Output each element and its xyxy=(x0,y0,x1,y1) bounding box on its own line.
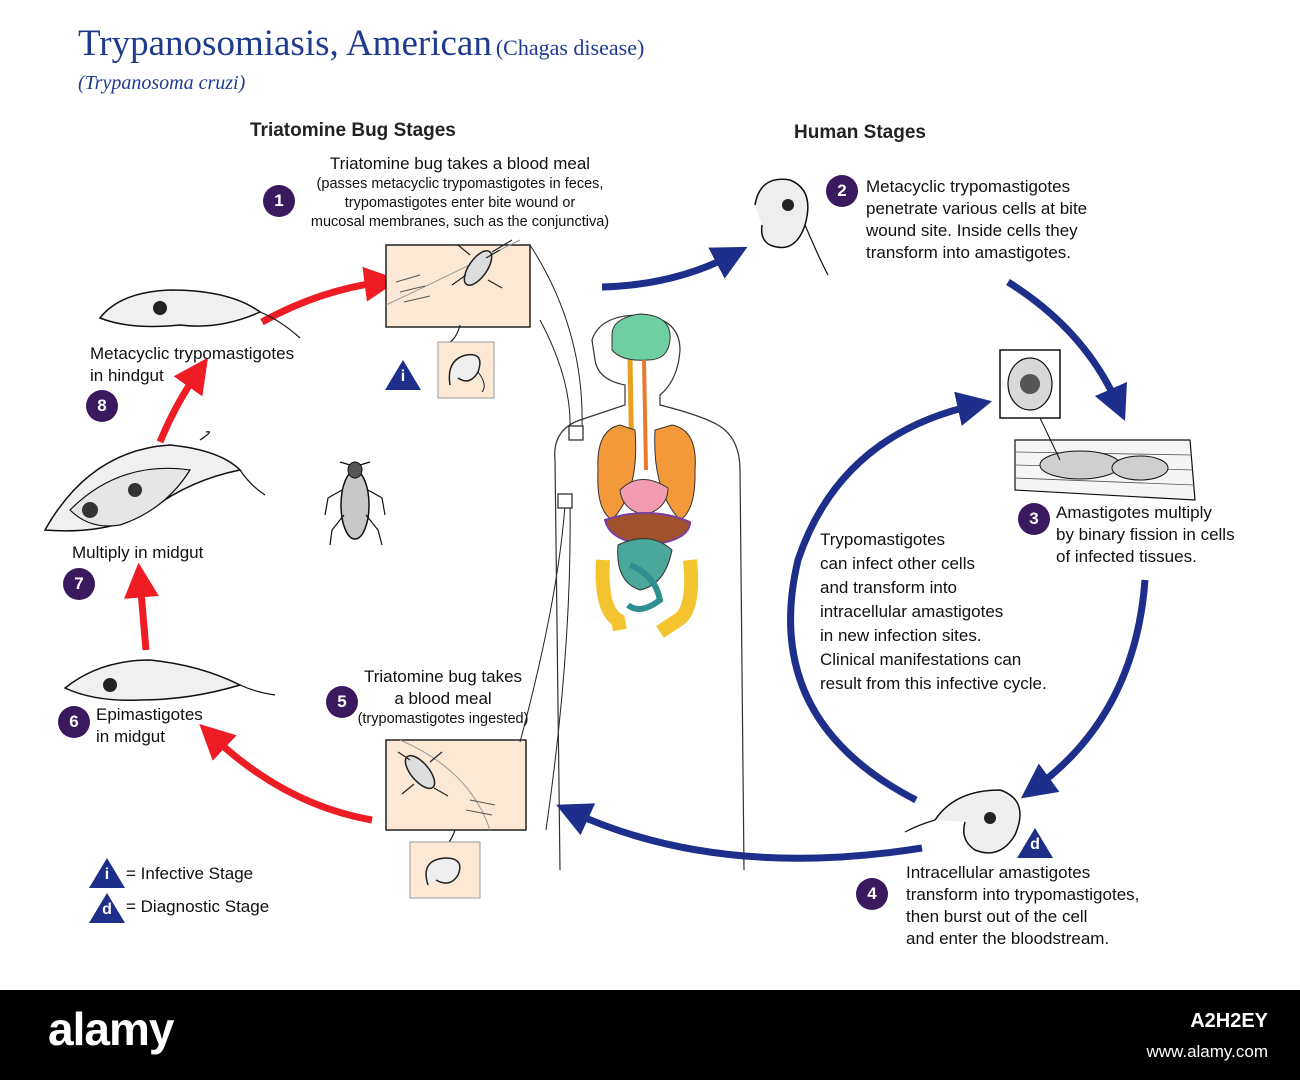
step-4-badge: 4 xyxy=(856,878,888,910)
step-4-line-1: Intracellular amastigotes xyxy=(906,863,1091,882)
arrow-3-to-4 xyxy=(1020,579,1149,799)
reinfection-cycle-text: Trypomastigotes can infect other cells a… xyxy=(820,528,1047,696)
legend-diagnostic-label: = Diagnostic Stage xyxy=(126,897,270,916)
step-2-line-4: transform into amastigotes. xyxy=(866,243,1072,262)
step-5-note: (trypomastigotes ingested) xyxy=(357,711,529,727)
arrow-6-to-7 xyxy=(124,562,159,651)
step-8-text: Metacyclic trypomastigotes in hindgut xyxy=(90,343,294,387)
triatomine-bug-figure xyxy=(324,461,386,546)
step-3-line-2: by binary fission in cells xyxy=(1056,525,1235,544)
step-1-badge: 1 xyxy=(263,185,295,217)
stage-8-trypomastigote xyxy=(98,289,301,339)
diagram-title: Trypanosomiasis, American (Chagas diseas… xyxy=(78,22,644,65)
step-6-line-2: in midgut xyxy=(96,727,165,746)
step-5-line-1: Triatomine bug takes xyxy=(363,667,523,686)
step-5-line-2: a blood meal xyxy=(394,689,492,708)
stage-2-trypomastigote xyxy=(754,178,829,276)
step-4-line-4: and enter the bloodstream. xyxy=(906,929,1110,948)
alamy-logo: alamy xyxy=(48,1003,174,1055)
step-6-line-1: Epimastigotes xyxy=(96,705,203,724)
step-5-badge: 5 xyxy=(326,686,358,718)
center-line-4: intracellular amastigotes xyxy=(820,602,1004,621)
diagnostic-stage-marker: d xyxy=(1017,828,1053,858)
site-url: www.alamy.com xyxy=(1146,1042,1268,1061)
title-main: Trypanosomiasis, American xyxy=(78,23,492,64)
diagnostic-marker-letter: d xyxy=(1030,836,1040,853)
step-8-badge: 8 xyxy=(86,390,118,422)
center-line-1: Trypomastigotes xyxy=(820,530,946,549)
heading-bug-stages: Triatomine Bug Stages xyxy=(250,120,456,141)
center-line-7: result from this infective cycle. xyxy=(820,674,1047,693)
legend-diagnostic-letter: d xyxy=(102,901,112,918)
center-line-3: and transform into xyxy=(820,578,958,597)
human-body-figure xyxy=(554,313,745,871)
step-3-text: Amastigotes multiply by binary fission i… xyxy=(1056,502,1235,568)
stage-4-trypomastigote xyxy=(904,789,1021,854)
step-1-text: Triatomine bug takes a blood meal (passe… xyxy=(285,153,635,232)
arrow-7-to-8 xyxy=(156,357,209,444)
legend-infective-marker: i xyxy=(89,858,125,888)
arrow-1-to-2 xyxy=(601,246,748,291)
watermark-footer: alamy A2H2EY www.alamy.com xyxy=(0,990,1300,1080)
step-4-line-3: then burst out of the cell xyxy=(906,907,1088,926)
center-line-2: can infect other cells xyxy=(820,554,975,573)
legend-diagnostic-marker: d xyxy=(89,893,125,923)
bug-bite-inset-bottom xyxy=(385,739,527,851)
center-line-5: in new infection sites. xyxy=(820,626,982,645)
step-6-badge: 6 xyxy=(58,706,90,738)
step-2-line-3: wound site. Inside cells they xyxy=(866,221,1078,240)
legend-infective-label: = Infective Stage xyxy=(126,864,254,883)
step-7-text: Multiply in midgut xyxy=(72,543,204,562)
arrow-4-to-5 xyxy=(556,803,923,862)
diagram-subtitle: (Trypanosoma cruzi) xyxy=(78,72,246,94)
step-7-badge: 7 xyxy=(63,568,95,600)
step-4-text: Intracellular amastigotes transform into… xyxy=(906,862,1139,950)
title-paren: (Chagas disease) xyxy=(495,35,645,60)
arrow-2-to-3 xyxy=(1006,279,1127,422)
trypomastigote-inset-top xyxy=(437,341,495,399)
stage-6-epimastigote xyxy=(63,659,276,701)
stage-7-dividing-epimastigotes xyxy=(43,431,266,532)
step-2-line-1: Metacyclic trypomastigotes xyxy=(866,177,1071,196)
step-8-line-1: Metacyclic trypomastigotes xyxy=(90,344,295,363)
step-3-line-1: Amastigotes multiply xyxy=(1056,503,1212,522)
step-1-line-1: (passes metacyclic trypomastigotes in fe… xyxy=(316,176,604,192)
legend-infective-letter: i xyxy=(104,866,110,883)
stage-3-amastigote-cell xyxy=(999,349,1061,419)
arrow-reinfection-cycle xyxy=(787,391,993,804)
step-1-head: Triatomine bug takes a blood meal xyxy=(329,154,591,173)
image-id: A2H2EY xyxy=(1190,1010,1268,1032)
center-line-6: Clinical manifestations can xyxy=(820,650,1022,669)
step-3-badge: 3 xyxy=(1018,503,1050,535)
step-2-text: Metacyclic trypomastigotes penetrate var… xyxy=(866,176,1087,264)
step-1-line-3: mucosal membranes, such as the conjuncti… xyxy=(310,214,610,230)
trypomastigote-inset-bottom xyxy=(409,841,481,899)
step-6-text: Epimastigotes in midgut xyxy=(96,704,203,748)
step-5-text: Triatomine bug takes a blood meal (trypo… xyxy=(345,666,541,729)
step-2-badge: 2 xyxy=(826,175,858,207)
step-1-line-2: trypomastigotes enter bite wound or xyxy=(344,195,576,211)
infective-marker-letter: i xyxy=(400,368,406,385)
diagram-graphics xyxy=(43,178,1196,899)
bug-bite-inset-top xyxy=(385,239,531,346)
step-4-line-2: transform into trypomastigotes, xyxy=(906,885,1140,904)
step-2-line-2: penetrate various cells at bite xyxy=(866,199,1088,218)
infective-stage-marker: i xyxy=(385,360,421,390)
arrow-5-to-6 xyxy=(199,723,373,824)
arrow-8-to-1 xyxy=(260,266,400,326)
step-3-line-3: of infected tissues. xyxy=(1056,547,1197,566)
stage-3-infected-tissue xyxy=(1014,417,1196,501)
heading-human-stages: Human Stages xyxy=(794,122,926,143)
step-8-line-2: in hindgut xyxy=(90,366,164,385)
